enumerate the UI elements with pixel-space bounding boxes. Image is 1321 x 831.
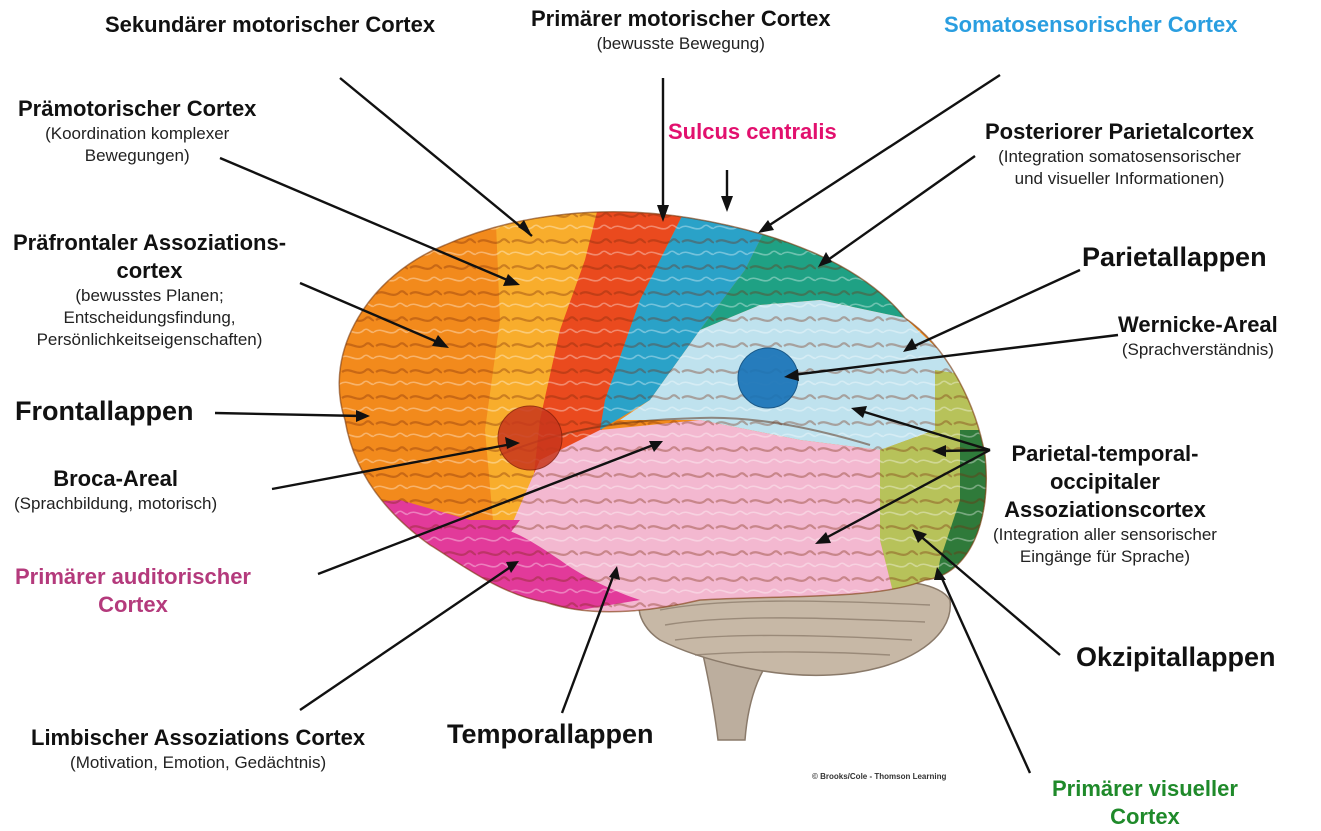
label-somatosensorischer-cortex: Somatosensorischer Cortex (944, 11, 1237, 39)
label-description: (bewusstes Planen; (13, 285, 286, 307)
label-title: Cortex (1052, 803, 1238, 831)
label-title: Prämotorischer Cortex (18, 95, 256, 123)
label-description: (Motivation, Emotion, Gedächtnis) (31, 752, 365, 774)
label-primaerer-motorischer-cortex: Primärer motorischer Cortex (bewusste Be… (531, 5, 831, 55)
label-description: und visueller Informationen) (985, 168, 1254, 190)
label-title: Cortex (15, 591, 251, 619)
label-title: Wernicke-Areal (1118, 311, 1278, 339)
label-title: Posteriorer Parietalcortex (985, 118, 1254, 146)
label-okzipitallappen: Okzipitallappen (1076, 640, 1276, 675)
label-description: Bewegungen) (18, 145, 256, 167)
label-title: Parietallappen (1082, 240, 1267, 275)
label-title: Primärer visueller (1052, 775, 1238, 803)
label-frontallappen: Frontallappen (15, 394, 194, 429)
label-title: Somatosensorischer Cortex (944, 11, 1237, 39)
label-title: Broca-Areal (14, 465, 217, 493)
label-parietallappen: Parietallappen (1082, 240, 1267, 275)
label-temporallappen: Temporallappen (447, 717, 654, 752)
label-title: Sulcus centralis (668, 118, 837, 146)
label-title: Parietal-temporal- (993, 440, 1217, 468)
label-wernicke-areal: Wernicke-Areal (Sprachverständnis) (1118, 311, 1278, 361)
copyright-credit: © Brooks/Cole - Thomson Learning (812, 772, 946, 781)
label-praemotorischer-cortex: Prämotorischer Cortex (Koordination komp… (18, 95, 256, 167)
label-broca-areal: Broca-Areal (Sprachbildung, motorisch) (14, 465, 217, 515)
label-title: Assoziationscortex (993, 496, 1217, 524)
label-description: (Integration aller sensorischer (993, 524, 1217, 546)
label-posteriorer-parietalcortex: Posteriorer Parietalcortex (Integration … (985, 118, 1254, 190)
label-description: (bewusste Bewegung) (531, 33, 831, 55)
label-description: Entscheidungsfindung, (13, 307, 286, 329)
label-title: occipitaler (993, 468, 1217, 496)
label-description: (Sprachverständnis) (1118, 339, 1278, 361)
label-title: cortex (13, 257, 286, 285)
label-primaerer-auditorischer-cortex: Primärer auditorischer Cortex (15, 563, 251, 619)
label-limbischer-assoziations-cortex: Limbischer Assoziations Cortex (Motivati… (31, 724, 365, 774)
label-title: Temporallappen (447, 717, 654, 752)
label-description: Persönlichkeitseigenschaften) (13, 329, 286, 351)
label-parietal-temporal-occipitaler-cortex: Parietal-temporal- occipitaler Assoziati… (993, 440, 1217, 568)
label-title: Okzipitallappen (1076, 640, 1276, 675)
label-primaerer-visueller-cortex: Primärer visueller Cortex (1052, 775, 1238, 831)
label-title: Limbischer Assoziations Cortex (31, 724, 365, 752)
label-title: Primärer motorischer Cortex (531, 5, 831, 33)
label-sulcus-centralis: Sulcus centralis (668, 118, 837, 146)
label-title: Primärer auditorischer (15, 563, 251, 591)
label-description: Eingänge für Sprache) (993, 546, 1217, 568)
label-description: (Koordination komplexer (18, 123, 256, 145)
label-title: Sekundärer motorischer Cortex (105, 11, 435, 39)
label-description: (Sprachbildung, motorisch) (14, 493, 217, 515)
broca-area (498, 406, 562, 470)
label-description: (Integration somatosensorischer (985, 146, 1254, 168)
label-praefrontaler-assoziationscortex: Präfrontaler Assoziations- cortex (bewus… (13, 229, 286, 351)
label-title: Frontallappen (15, 394, 194, 429)
label-sekundaerer-motorischer-cortex: Sekundärer motorischer Cortex (105, 11, 435, 39)
label-title: Präfrontaler Assoziations- (13, 229, 286, 257)
